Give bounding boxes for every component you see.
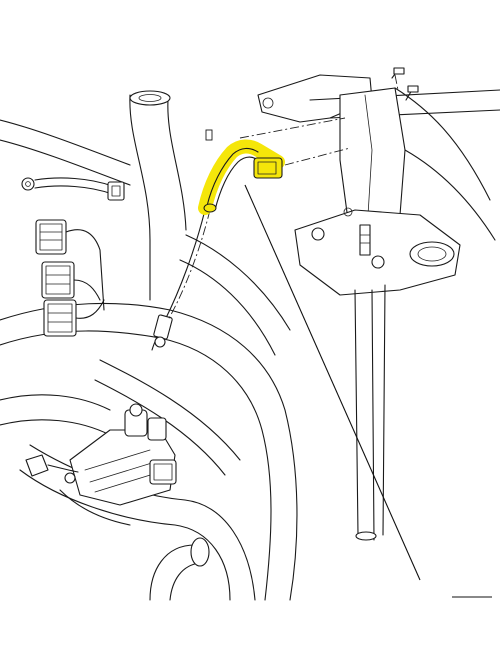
leader-line — [244, 184, 492, 598]
pump-module-assembly — [25, 403, 177, 526]
inline-connector — [151, 209, 206, 351]
highlighted-battery-cable — [198, 139, 285, 215]
ring-terminal-cable — [21, 177, 125, 201]
main-wire-harness — [0, 90, 298, 601]
assembly-guide-lines — [167, 74, 399, 321]
mounting-bracket — [257, 67, 500, 541]
connector-stack — [35, 219, 105, 337]
callout-marker — [205, 129, 213, 141]
